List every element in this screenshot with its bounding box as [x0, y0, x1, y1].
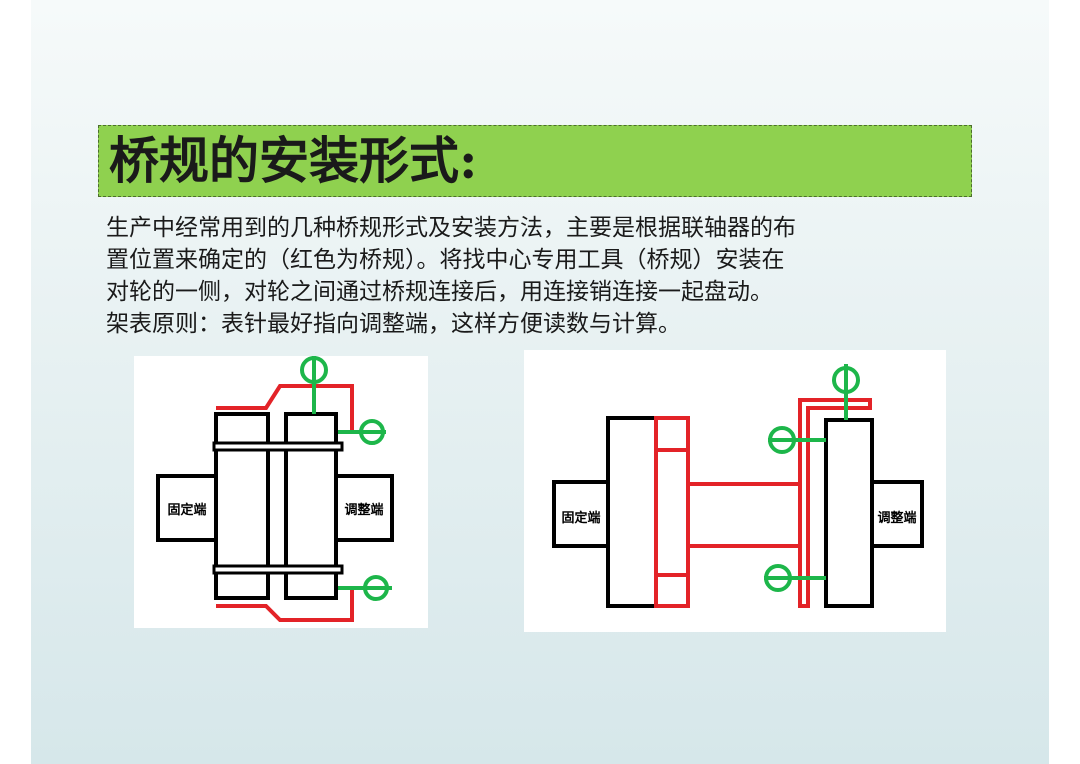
dial-indicator-top	[300, 356, 328, 414]
wheel-adjust	[824, 418, 874, 608]
body-line: 生产中经常用到的几种桥规形式及安装方法，主要是根据联轴器的布	[106, 215, 796, 241]
wheel-fixed	[606, 416, 658, 608]
bridge-gauge-flange	[654, 416, 690, 608]
coupling-bolt-top	[212, 441, 344, 452]
adjust-end-label: 调整端	[877, 510, 916, 526]
bridge-gauge-bar	[686, 482, 802, 548]
bridge-gauge-bottom	[216, 590, 354, 622]
diagram-right-svg: 固定端 调整端	[552, 364, 924, 608]
dial-indicator-top	[832, 364, 860, 420]
page-title: 桥规的安装形式:	[109, 131, 478, 190]
dial-indicator-right-upper	[338, 419, 386, 445]
adjust-end-label: 调整端	[344, 502, 383, 518]
bridge-gauge-top	[216, 384, 354, 434]
dial-indicator-left-upper	[768, 426, 826, 454]
coupling-bolt-bottom	[212, 564, 344, 575]
bridge-gauge-arm	[798, 398, 872, 608]
fixed-end-shaft	[552, 480, 610, 548]
body-paragraph: 生产中经常用到的几种桥规形式及安装方法，主要是根据联轴器的布 置位置来确定的（红…	[106, 212, 966, 340]
dial-indicator-left-lower	[764, 564, 826, 592]
diagram-left: 固定端 调整端	[134, 356, 428, 628]
diagram-left-svg: 固定端 调整端	[156, 356, 394, 622]
body-line: 置位置来确定的（红色为桥规）。将找中心专用工具（桥规）安装在	[106, 247, 785, 273]
body-line: 对轮的一侧，对轮之间通过桥规连接后，用连接销连接一起盘动。	[106, 279, 773, 305]
dial-indicator-right-lower	[338, 575, 392, 601]
diagram-right: 固定端 调整端	[524, 350, 946, 632]
fixed-end-label: 固定端	[561, 510, 600, 526]
adjust-end-shaft	[334, 474, 394, 542]
title-bar: 桥规的安装形式:	[98, 125, 972, 197]
fixed-end-label: 固定端	[167, 502, 206, 518]
body-line: 架表原则：表针最好指向调整端，这样方便读数与计算。	[106, 311, 681, 337]
fixed-end-shaft	[156, 474, 218, 542]
